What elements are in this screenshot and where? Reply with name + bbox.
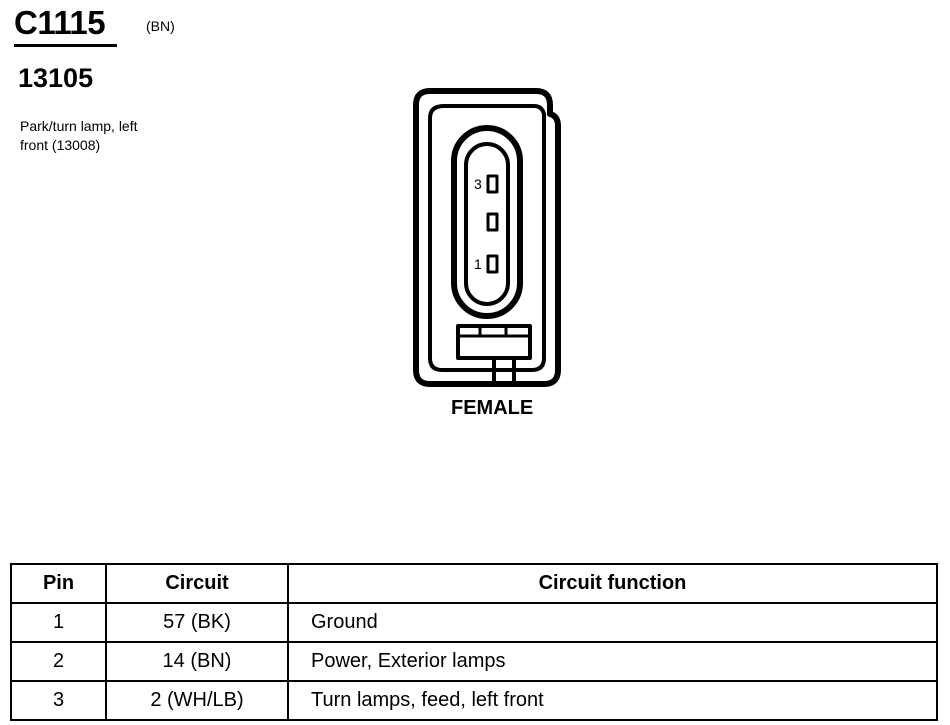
table-row: 1 57 (BK) Ground [10, 602, 938, 643]
connector-outer-housing [413, 88, 561, 387]
pin-cell: 1 [10, 602, 107, 643]
cavity-2 [486, 212, 499, 232]
pin-cell: 3 [10, 680, 107, 721]
terminal-latch [456, 324, 532, 360]
connector-inner-housing [428, 104, 546, 372]
connector-face-diagram: 3 1 [413, 88, 561, 387]
view-label: FEMALE [451, 397, 534, 419]
connector-id-underline [14, 44, 117, 47]
connector-id: C1115 [14, 4, 106, 41]
part-number: 13105 [18, 63, 94, 93]
connector-description: Park/turn lamp, left front (13008) [20, 117, 200, 155]
function-cell: Ground [287, 602, 938, 643]
circuit-cell: 57 (BK) [105, 602, 289, 643]
function-cell: Power, Exterior lamps [287, 641, 938, 682]
cavity-3 [486, 174, 499, 194]
table-row: 3 2 (WH/LB) Turn lamps, feed, left front [10, 680, 938, 721]
table-header-row: Pin Circuit Circuit function [10, 563, 938, 604]
cavity-label-1: 1 [474, 256, 482, 272]
description-line-2: front (13008) [20, 137, 101, 153]
release-lever [492, 358, 516, 384]
cavity-insert [464, 142, 510, 306]
header-circuit: Circuit [105, 563, 289, 604]
header-pin: Pin [10, 563, 107, 604]
cavity-1 [486, 254, 499, 274]
pinout-table: Pin Circuit Circuit function 1 57 (BK) G… [10, 563, 938, 721]
cavity-shroud [451, 125, 523, 319]
connector-color-code: (BN) [146, 18, 175, 34]
circuit-cell: 14 (BN) [105, 641, 289, 682]
header-circuit-function: Circuit function [287, 563, 938, 604]
table-row: 2 14 (BN) Power, Exterior lamps [10, 641, 938, 682]
circuit-cell: 2 (WH/LB) [105, 680, 289, 721]
description-line-1: Park/turn lamp, left [20, 118, 138, 134]
function-cell: Turn lamps, feed, left front [287, 680, 938, 721]
cavity-label-3: 3 [474, 176, 482, 192]
pin-cell: 2 [10, 641, 107, 682]
